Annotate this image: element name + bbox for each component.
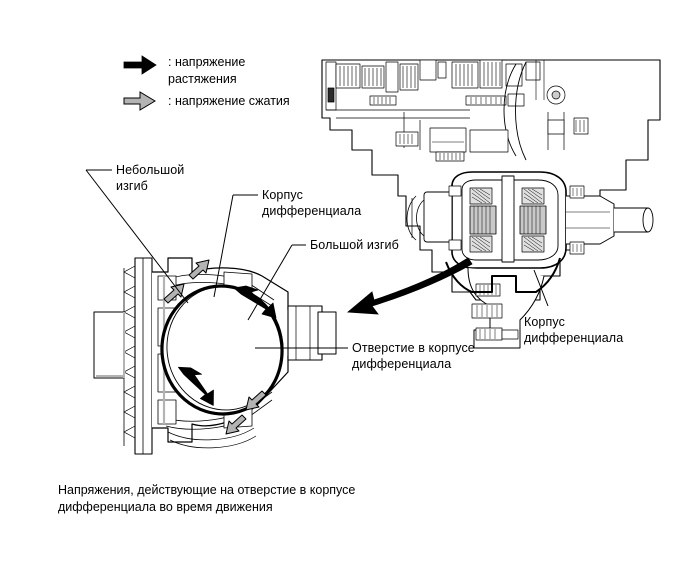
callout-differential-case-left: Корпус дифференциала: [262, 188, 362, 218]
leader-case-left-diagonal: [213, 194, 234, 298]
leader-large-bend-diagonal: [247, 244, 293, 321]
solid-black-arrow-icon: [123, 55, 157, 75]
tension-arrow-upper-right: [233, 285, 277, 319]
legend-item-tension-label: : напряжение растяжения: [168, 55, 246, 86]
compression-arrow-upper-left-outer: [188, 259, 210, 280]
tension-arrow-lower-left: [178, 366, 214, 406]
legend-item-compression-label: : напряжение сжатия: [168, 94, 290, 108]
compression-arrow-lower-right-outer: [245, 390, 267, 411]
compression-arrow-lower-right-inner: [225, 414, 247, 435]
callout-differential-case-right: Корпус дифференциала: [524, 315, 624, 345]
compression-arrow-upper-left-inner: [163, 283, 185, 304]
gray-outline-arrow-icon: [123, 91, 156, 111]
detail-reference-arrow: [346, 257, 473, 315]
callout-small-bend: Небольшой изгиб: [116, 163, 185, 193]
callout-large-bend: Большой изгиб: [310, 238, 399, 252]
leader-case-right: [533, 269, 549, 307]
callout-case-hole: Отверстие в корпусе дифференциала: [352, 341, 475, 371]
figure-caption: Напряжения, действующие на отверстие в к…: [58, 483, 356, 514]
